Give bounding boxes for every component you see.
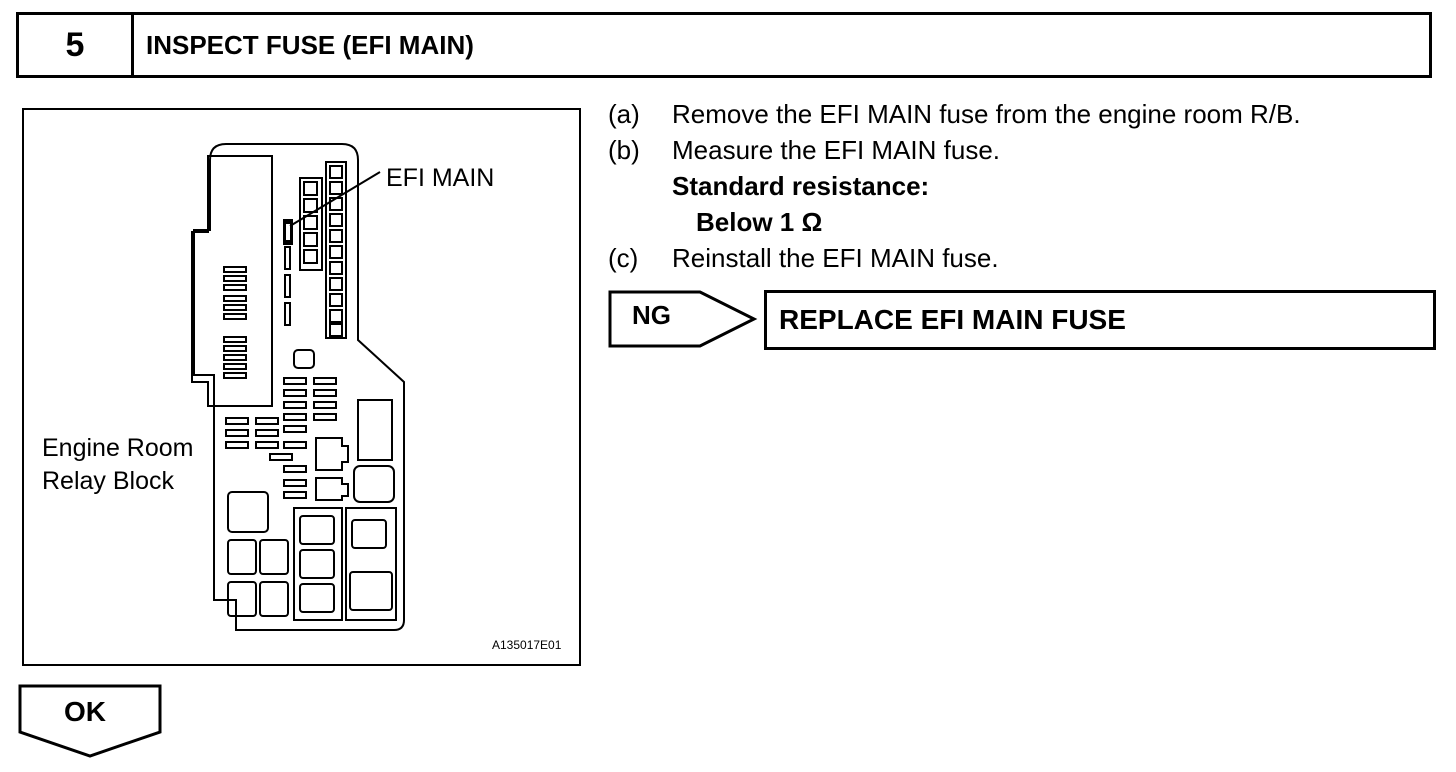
instruction-text: Reinstall the EFI MAIN fuse. [672, 243, 999, 273]
step-header: 5 INSPECT FUSE (EFI MAIN) [16, 12, 1432, 78]
ok-label: OK [64, 696, 106, 727]
ng-label: NG [632, 300, 671, 330]
ng-arrow-shape [608, 290, 758, 348]
callout-label: EFI MAIN [386, 164, 495, 192]
block-label-line2: Relay Block [42, 467, 174, 495]
relay-block-outline [193, 143, 405, 631]
instruction-text: Remove the EFI MAIN fuse from the engine… [672, 99, 1301, 129]
instruction-text: Measure the EFI MAIN fuse. [672, 135, 1001, 165]
ng-result-box: REPLACE EFI MAIN FUSE [764, 290, 1436, 350]
center-slots [225, 377, 337, 499]
instruction-tag: (b) [608, 135, 640, 165]
side-cover-slots [223, 266, 247, 379]
instruction-tag: (c) [608, 243, 639, 273]
ok-arrow-shape [18, 684, 162, 758]
block-label-line1: Engine Room [42, 434, 194, 462]
instruction-tag: (a) [608, 99, 640, 129]
callout-leader [289, 171, 381, 227]
figure-id: A135017E01 [492, 638, 562, 652]
relay-block-diagram [191, 143, 405, 631]
fuse-column-middle [299, 177, 323, 271]
fuse-column-right [325, 161, 347, 339]
step-title: INSPECT FUSE (EFI MAIN) [146, 29, 474, 60]
side-cover [191, 155, 273, 407]
relay-block-figure: EFI MAIN Engine Room Relay Block A135017… [22, 108, 581, 666]
standard-heading: Standard resistance: [672, 171, 930, 201]
step-number: 5 [19, 15, 134, 75]
standard-value: Below 1 Ω [696, 207, 823, 237]
